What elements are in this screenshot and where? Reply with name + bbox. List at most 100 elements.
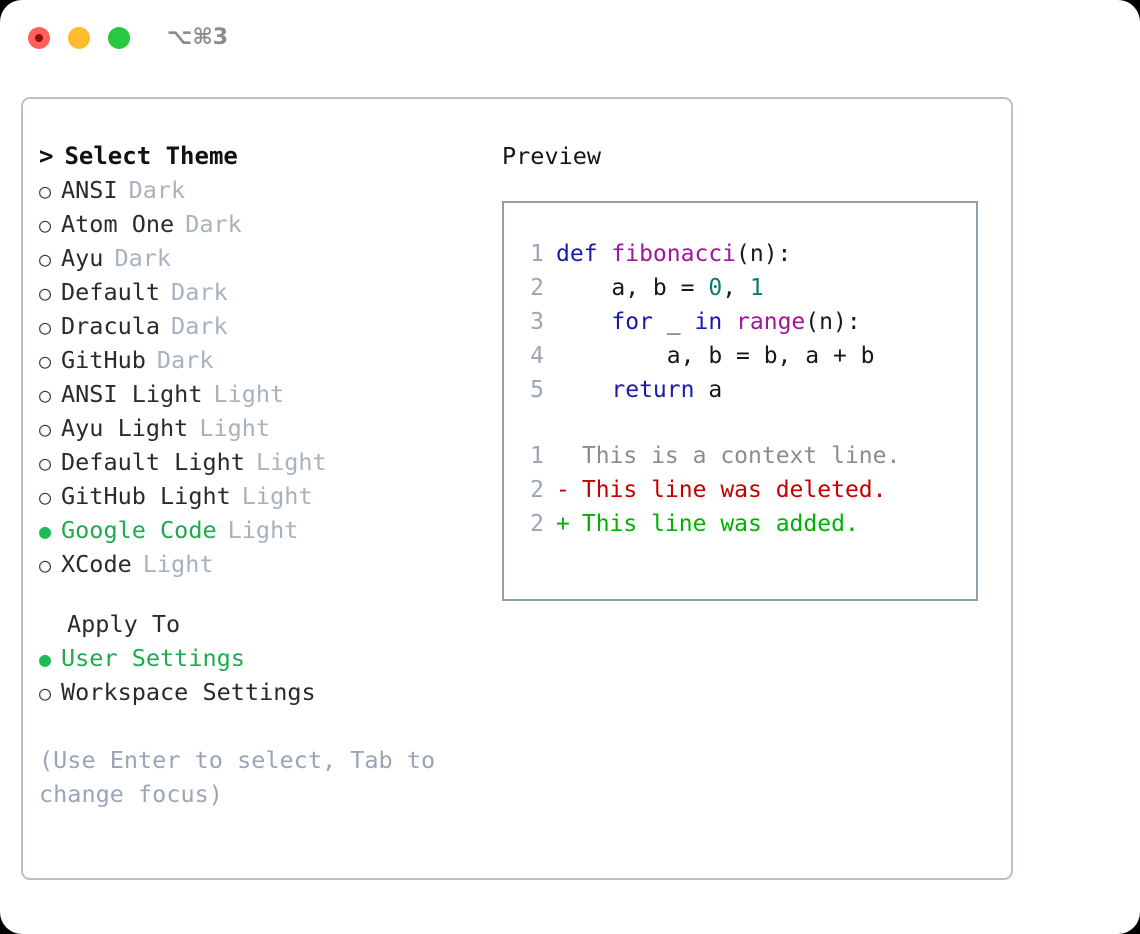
code-token: fibonacci <box>611 241 737 267</box>
theme-kind-badge: Dark <box>171 312 228 340</box>
spacer <box>516 407 976 439</box>
diff-text: This line was added. <box>568 511 859 537</box>
code-line: 2 a, b = 0, 1 <box>516 271 976 305</box>
theme-name: ANSI Light <box>61 380 203 408</box>
radio-unselected-icon: ○ <box>39 315 52 339</box>
diff-line: 2 + This line was added. <box>516 507 976 541</box>
code-token: return <box>611 377 695 403</box>
code-token: def <box>556 241 612 267</box>
maximize-window-button[interactable] <box>108 27 130 49</box>
theme-name: GitHub Light <box>61 482 231 510</box>
theme-list-item[interactable]: ○ ANSI Dark <box>39 173 479 207</box>
theme-kind-badge: Light <box>241 482 313 510</box>
theme-list-item[interactable]: ○ XCode Light <box>39 547 479 581</box>
theme-list-item[interactable]: ○ Atom One Dark <box>39 207 479 241</box>
select-theme-title: Select Theme <box>64 142 238 170</box>
code-token <box>722 309 736 335</box>
code-token: a, b = b, a + b <box>556 343 875 369</box>
line-number: 2 <box>530 477 544 503</box>
code-line: 5 return a <box>516 373 976 407</box>
diff-sign: + <box>556 511 570 537</box>
apply-to-option[interactable]: ○ Workspace Settings <box>39 675 479 709</box>
close-window-button[interactable] <box>28 27 50 49</box>
apply-to-label: User Settings <box>61 644 245 672</box>
select-theme-header: >Select Theme <box>39 139 479 173</box>
line-number: 5 <box>530 377 544 403</box>
code-token: range <box>736 309 806 335</box>
code-token: 0 <box>708 275 723 301</box>
code-token <box>556 377 611 403</box>
diff-sample: 1 This is a context line.2- This line wa… <box>516 439 976 541</box>
diff-sign <box>556 439 568 473</box>
theme-list-item[interactable]: ○ Ayu Dark <box>39 241 479 275</box>
code-line: 1 def fibonacci(n): <box>516 237 976 271</box>
keyboard-shortcut-label: ⌥⌘3 <box>167 25 229 50</box>
radio-unselected-icon: ○ <box>39 451 52 475</box>
diff-line: 2- This line was deleted. <box>516 473 976 507</box>
radio-unselected-icon: ○ <box>39 349 52 373</box>
diff-sign: - <box>556 477 570 503</box>
theme-kind-badge: Light <box>227 516 299 544</box>
code-line: 3 for _ in range(n): <box>516 305 976 339</box>
apply-to-header: Apply To <box>67 610 181 638</box>
theme-kind-badge: Light <box>142 550 214 578</box>
radio-unselected-icon: ○ <box>39 281 52 305</box>
radio-unselected-icon: ○ <box>39 247 52 271</box>
radio-unselected-icon: ○ <box>39 179 52 203</box>
theme-name: XCode <box>61 550 132 578</box>
theme-name: GitHub <box>61 346 146 374</box>
preview-title: Preview <box>502 142 602 170</box>
line-number: 4 <box>530 343 544 369</box>
theme-name: Atom One <box>61 210 175 238</box>
radio-unselected-icon: ○ <box>39 213 52 237</box>
minimize-window-button[interactable] <box>68 27 90 49</box>
theme-kind-badge: Dark <box>171 278 228 306</box>
code-token: , <box>722 275 750 301</box>
theme-list-item[interactable]: ○ ANSI Light Light <box>39 377 479 411</box>
keyboard-hint-text: (Use Enter to select, Tab to change focu… <box>39 746 436 808</box>
apply-to-option[interactable]: ● User Settings <box>39 641 479 675</box>
line-number: 1 <box>530 443 544 469</box>
code-token: in <box>694 309 723 335</box>
line-number: 2 <box>530 275 544 301</box>
line-number: 2 <box>530 511 544 537</box>
theme-kind-badge: Light <box>199 414 271 442</box>
line-number: 1 <box>530 241 544 267</box>
code-token: for <box>611 309 653 335</box>
radio-unselected-icon: ○ <box>39 553 52 577</box>
theme-name: Default <box>61 278 161 306</box>
radio-selected-icon: ● <box>39 519 52 543</box>
radio-selected-icon: ● <box>39 647 52 671</box>
theme-kind-badge: Dark <box>114 244 172 272</box>
theme-name: Default Light <box>61 448 245 476</box>
diff-text: This line was deleted. <box>568 477 887 503</box>
theme-kind-badge: Dark <box>185 210 242 238</box>
code-token <box>556 309 611 335</box>
code-token: 1 <box>749 275 764 301</box>
theme-name: Ayu <box>61 244 104 272</box>
theme-kind-badge: Dark <box>128 176 186 204</box>
theme-list-item[interactable]: ○ GitHub Dark <box>39 343 479 377</box>
radio-unselected-icon: ○ <box>39 383 52 407</box>
theme-kind-badge: Dark <box>156 346 214 374</box>
diff-line: 1 This is a context line. <box>516 439 976 473</box>
theme-kind-badge: Light <box>213 380 285 408</box>
code-token: (n): <box>736 241 792 267</box>
theme-list-item[interactable]: ○ Default Dark <box>39 275 479 309</box>
radio-unselected-icon: ○ <box>39 681 52 705</box>
code-token: (n): <box>805 309 861 335</box>
theme-name: ANSI <box>61 176 118 204</box>
code-token: _ <box>652 309 695 335</box>
apply-to-label: Workspace Settings <box>61 678 316 706</box>
